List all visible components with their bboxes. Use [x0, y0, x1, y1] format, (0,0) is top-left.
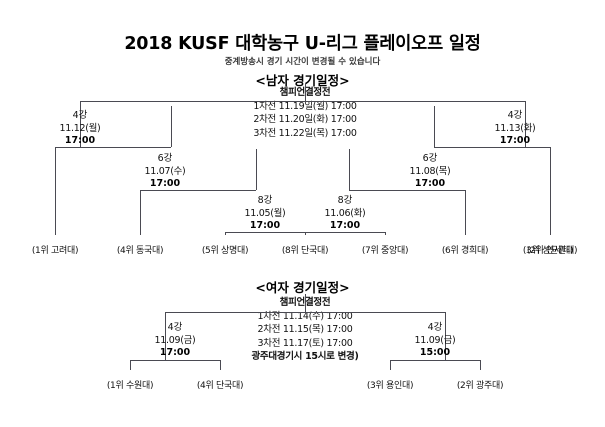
men-team-5: (7위 중앙대)	[361, 246, 409, 256]
women-section-heading: <여자 경기일정>	[255, 280, 350, 295]
men-team-8: (2위 연세대)	[526, 246, 574, 256]
women-team-4: (2위 광주대)	[456, 381, 504, 391]
men-final-spine	[80, 101, 525, 102]
men-first-left-date: 11.05(월)	[244, 207, 286, 219]
women-semi-left-date: 11.09(금)	[154, 334, 196, 346]
men-semi-left-leg-team	[55, 147, 56, 235]
women-semi-right-drop	[445, 312, 446, 360]
men-quarter-right-round: 6강	[422, 153, 438, 164]
men-quarter-left-leg-next	[256, 149, 257, 190]
men-semi-left-time: 17:00	[64, 135, 96, 146]
men-team-7: (3위 성균관대)	[522, 246, 578, 256]
women-semi-left-leg-a	[130, 360, 131, 370]
men-quarter-left-round: 6강	[157, 153, 173, 164]
women-semi-left-drop	[165, 312, 166, 360]
women-final-game-1: 1차전 11.14(수) 17:00	[257, 310, 353, 322]
men-quarter-right-bar	[349, 190, 465, 191]
women-final-stem	[305, 294, 306, 312]
men-quarter-left-time: 17:00	[149, 178, 181, 189]
women-team-2: (4위 단국대)	[196, 381, 244, 391]
men-quarter-right-leg-next	[349, 149, 350, 190]
men-semi-left-date: 11.12(월)	[59, 122, 101, 134]
men-final-stem	[305, 83, 306, 101]
men-team-1: (1위 고려대)	[31, 246, 79, 256]
men-semi-right-bar	[434, 147, 550, 148]
women-final-spine	[165, 312, 445, 313]
men-semi-right-leg-team	[550, 147, 551, 235]
men-first-right-time: 17:00	[329, 220, 361, 231]
men-semi-right-time: 17:00	[499, 135, 531, 146]
women-semi-right-leg-b	[480, 360, 481, 370]
women-final-game-3: 3차전 11.17(토) 17:00	[257, 337, 353, 349]
men-first-right-match: 8강 11.06(화) 17:00	[310, 195, 380, 233]
women-semi-left-time: 17:00	[159, 347, 191, 358]
men-semi-right-round: 4강	[507, 110, 523, 121]
women-semi-left-round: 4강	[167, 322, 183, 333]
men-semi-left-match: 4강 11.12(월) 17:00	[45, 110, 115, 148]
men-quarter-left-leg-team	[140, 190, 141, 235]
men-semi-right-date: 11.13(화)	[494, 122, 536, 134]
men-first-left-match: 8강 11.05(월) 17:00	[230, 195, 300, 233]
women-semi-right-bar	[390, 360, 480, 361]
men-semi-right-leg-next	[434, 106, 435, 147]
men-quarter-left-bar	[140, 190, 256, 191]
men-final-game-2: 2차전 11.20일(화) 17:00	[253, 114, 357, 125]
men-semi-left-leg-next	[171, 106, 172, 147]
page-subtitle: 중계방송시 경기 시간이 변경될 수 있습니다	[224, 57, 381, 67]
women-semi-right-time: 15:00	[419, 347, 451, 358]
men-semi-right-match: 4강 11.13(화) 17:00	[480, 110, 550, 148]
men-final-game-3: 3차전 11.22일(목) 17:00	[253, 127, 357, 139]
men-team-6: (6위 경희대)	[441, 246, 489, 256]
men-quarter-left-date: 11.07(수)	[144, 165, 186, 177]
women-semi-right-match: 4강 11.09(금) 15:00	[400, 322, 470, 360]
men-team-4: (8위 단국대)	[281, 246, 329, 256]
men-first-right-leg-a	[385, 232, 386, 235]
men-quarter-right-leg-team	[465, 190, 466, 235]
men-first-right-date: 11.06(화)	[324, 207, 366, 219]
men-first-left-leg-b	[305, 232, 306, 235]
men-first-left-time: 17:00	[249, 220, 281, 231]
women-semi-right-round: 4강	[427, 322, 443, 333]
page-title: 2018 KUSF 대학농구 U-리그 플레이오프 일정	[124, 34, 481, 54]
men-first-left-bar	[225, 232, 305, 233]
men-quarter-right-match: 6강 11.08(목) 17:00	[395, 153, 465, 191]
men-team-2: (4위 동국대)	[116, 246, 164, 256]
women-team-1: (1위 수원대)	[106, 381, 154, 391]
men-quarter-right-time: 17:00	[414, 178, 446, 189]
men-final-game-1: 1차전 11.19일(월) 17:00	[253, 100, 357, 112]
men-first-left-round: 8강	[257, 195, 273, 206]
women-team-3: (3위 용인대)	[366, 381, 414, 391]
men-semi-right-drop	[525, 101, 526, 147]
men-first-right-round: 8강	[337, 195, 353, 206]
men-first-left-leg-a	[225, 232, 226, 235]
men-semi-left-round: 4강	[72, 110, 88, 121]
men-semi-left-drop	[80, 101, 81, 147]
women-semi-left-leg-b	[220, 360, 221, 370]
men-section-heading: <남자 경기일정>	[255, 73, 350, 88]
men-team-3: (5위 상명대)	[201, 246, 249, 256]
men-quarter-left-match: 6강 11.07(수) 17:00	[130, 153, 200, 191]
men-first-right-bar	[305, 232, 385, 233]
men-quarter-right-date: 11.08(목)	[409, 165, 451, 177]
men-semi-left-bar	[55, 147, 171, 148]
women-semi-right-date: 11.09(금)	[414, 334, 456, 346]
women-semi-left-match: 4강 11.09(금) 17:00	[140, 322, 210, 360]
women-final-game-2: 2차전 11.15(목) 17:00	[257, 324, 353, 335]
women-semi-left-bar	[130, 360, 220, 361]
women-final-note: 광주대경기시 15시로 변경)	[251, 351, 359, 362]
women-semi-right-leg-a	[390, 360, 391, 370]
